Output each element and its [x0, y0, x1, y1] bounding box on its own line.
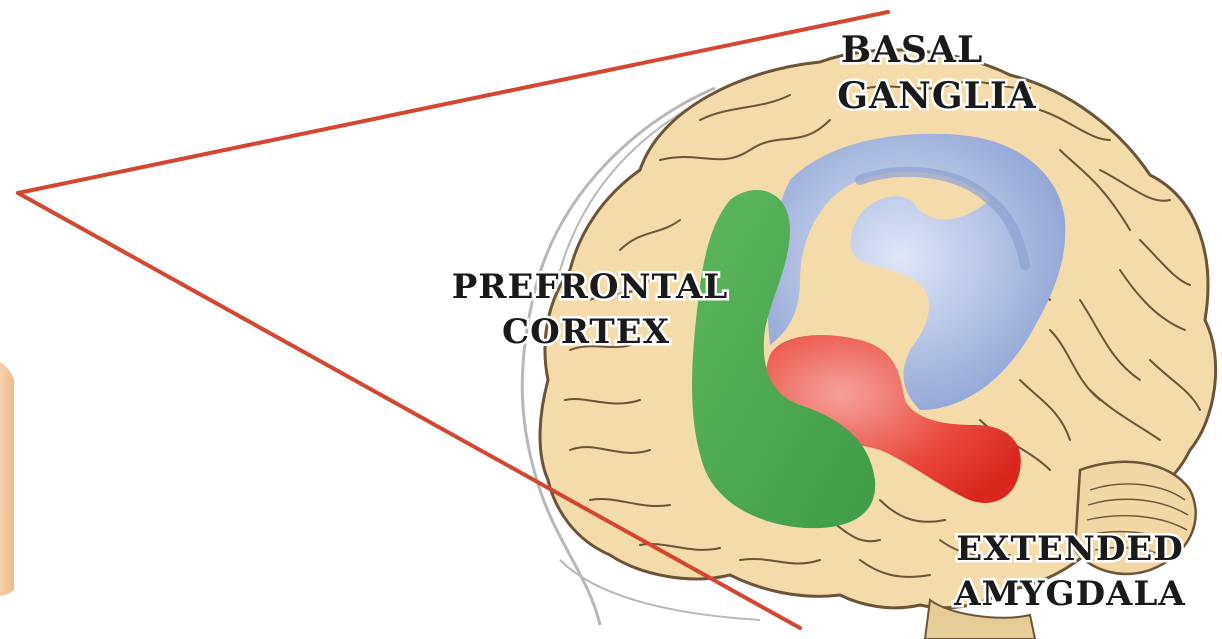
basal-ganglia-label-line2: GANGLIA [837, 75, 1036, 117]
face-edge [0, 362, 14, 596]
amygdala-label-line1: EXTENDED [956, 529, 1183, 569]
amygdala-label-line2: AMYGDALA [953, 574, 1185, 614]
prefrontal-label-line1: PREFRONTAL [452, 267, 729, 307]
basal-ganglia-label-line1: BASAL [841, 29, 984, 71]
prefrontal-label-line2: CORTEX [502, 312, 670, 352]
